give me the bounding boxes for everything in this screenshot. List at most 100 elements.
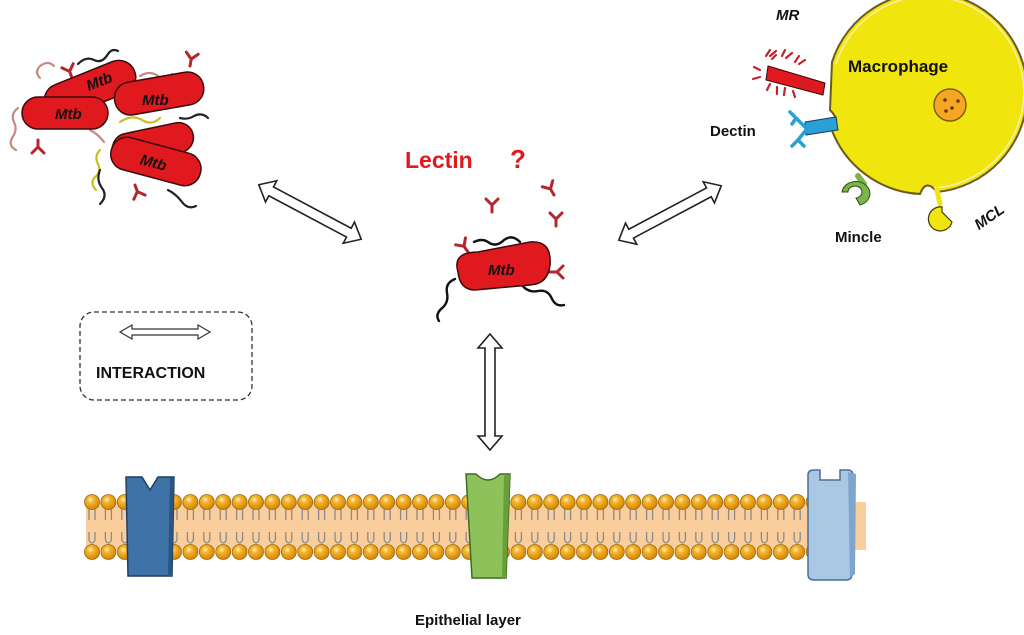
lipid-head [248, 544, 264, 560]
lipid-head [592, 494, 609, 510]
mr-receptor [751, 48, 826, 99]
lipid-head [510, 544, 527, 560]
lipid-tail [285, 532, 293, 544]
lipid-tail [514, 532, 523, 544]
mtb-label: Mtb [55, 106, 82, 123]
lipid-head [526, 544, 543, 560]
lipid-tail [793, 532, 801, 544]
interaction-arrow-epithelium [476, 332, 504, 452]
lipid-tail [777, 532, 785, 544]
lipid-head [543, 494, 560, 510]
lipid-tail [399, 532, 408, 544]
legend-label: INTERACTION [96, 365, 205, 382]
lipid-tail [334, 532, 342, 544]
lipid-head [740, 494, 756, 510]
lipid-head [428, 544, 445, 560]
lipid-head [379, 544, 396, 560]
lipid-tail [383, 532, 391, 544]
lipid-tail [186, 532, 195, 544]
lipid-tail [367, 532, 375, 544]
lipid-head [428, 494, 445, 510]
lipid-head [412, 544, 428, 560]
lipid-head [608, 494, 625, 510]
mtb-label: Mtb [488, 262, 515, 279]
lectin-label: Lectin [405, 147, 473, 173]
lipid-head [362, 494, 379, 510]
lipid-head [182, 544, 199, 560]
lipid-tail [760, 532, 769, 544]
lipid-tail [268, 532, 277, 544]
lipid-tail [104, 532, 113, 544]
lipid-tail [744, 532, 752, 544]
legend: INTERACTION [79, 311, 253, 401]
lipid-head [264, 544, 281, 560]
lectin-question-mark: ? [510, 144, 526, 174]
lipid-head [297, 494, 314, 510]
lipid-head [674, 494, 691, 510]
lipid-head [84, 494, 100, 510]
lipid-head [280, 494, 297, 510]
lipid-head [526, 494, 543, 510]
lipid-head [346, 494, 363, 510]
lipid-tail [645, 532, 654, 544]
legend-arrow-icon [118, 323, 212, 341]
lipid-head [772, 544, 789, 560]
lipid-head [395, 544, 412, 560]
lipid-head [658, 494, 674, 510]
lipid-head [756, 544, 773, 560]
lipid-tail [350, 532, 359, 544]
mincle-receptor [841, 173, 871, 206]
lipid-tail [580, 532, 588, 544]
lipid-head [510, 494, 527, 510]
lipid-head [280, 544, 297, 560]
lipid-head [100, 494, 117, 510]
mtb-cluster: Mtb Mtb Mtb Mtb [9, 48, 210, 209]
lipid-tail [432, 532, 441, 544]
lipid-head [297, 544, 314, 560]
lipid-head [231, 494, 248, 510]
lipid-head [674, 544, 691, 560]
lipid-head [248, 494, 264, 510]
lipid-tail [695, 532, 703, 544]
lipid-head [395, 494, 412, 510]
lipid-tail [88, 532, 96, 544]
lipid-head [658, 544, 674, 560]
lipid-head [198, 544, 215, 560]
lipid-head [592, 544, 609, 560]
lipid-head [412, 494, 428, 510]
lipid-tail [203, 532, 211, 544]
lipid-head [231, 544, 248, 560]
mincle-label: Mincle [835, 229, 882, 246]
dectin-receptor [788, 110, 839, 148]
interaction-arrow-cluster [257, 179, 363, 245]
lipid-head [756, 494, 773, 510]
lipid-tail [317, 532, 326, 544]
macrophage: Macrophage [828, 0, 1024, 196]
lipid-head [330, 494, 346, 510]
epithelial-layer-label: Epithelial layer [415, 612, 521, 629]
lipid-tail [596, 532, 605, 544]
lipid-head [543, 544, 560, 560]
lipid-head [641, 494, 658, 510]
mr-label: MR [776, 7, 799, 24]
lipid-head [264, 494, 281, 510]
lipid-head [740, 544, 756, 560]
dectin-label: Dectin [710, 123, 756, 140]
mcl-receptor [927, 187, 953, 232]
lipid-head [559, 544, 576, 560]
membrane-receptor-green [465, 473, 511, 579]
mtb-label: Mtb [138, 151, 168, 174]
lipid-tail [563, 532, 572, 544]
lipid-head [330, 544, 346, 560]
lipid-tail [301, 532, 309, 544]
lipid-head [608, 544, 625, 560]
lipid-head [379, 494, 396, 510]
lipid-head [313, 544, 330, 560]
lipid-tail [252, 532, 260, 544]
lipid-tail [219, 532, 227, 544]
lipid-tail [235, 532, 244, 544]
lipid-tail [678, 532, 687, 544]
interaction-arrow-macrophage [617, 180, 723, 246]
membrane-receptor-lightblue [807, 469, 856, 581]
